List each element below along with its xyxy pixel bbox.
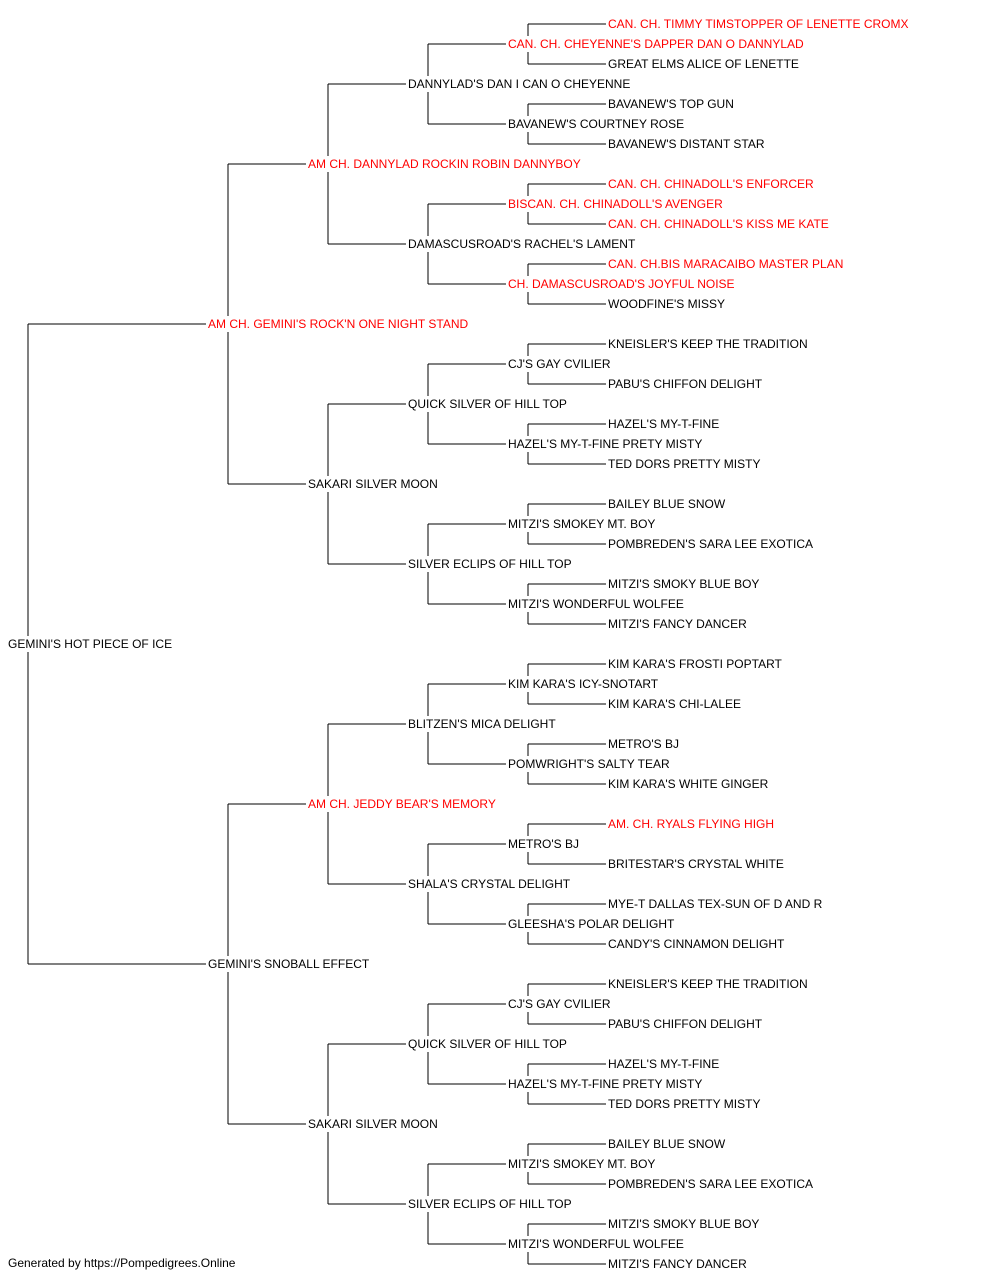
pedigree-name-SireDamDam: SILVER ECLIPS OF HILL TOP xyxy=(408,557,572,571)
pedigree-name-DamDamDamDamDam: MITZI'S FANCY DANCER xyxy=(608,1257,747,1271)
pedigree-name-SireDamDamSireSire: BAILEY BLUE SNOW xyxy=(608,497,726,511)
pedigree-name-DamDamSireDamSire: HAZEL'S MY-T-FINE xyxy=(608,1057,719,1071)
pedigree-name-DamDam: SAKARI SILVER MOON xyxy=(308,1117,438,1131)
pedigree-name-SireSireDamSireDam: CAN. CH. CHINADOLL'S KISS ME KATE xyxy=(608,217,829,231)
pedigree-name-DamDamSireSireDam: PABU'S CHIFFON DELIGHT xyxy=(608,1017,763,1031)
pedigree-name-SireSireDamDamSire: CAN. CH.BIS MARACAIBO MASTER PLAN xyxy=(608,257,843,271)
pedigree-name-DamDamDamDamSire: MITZI'S SMOKY BLUE BOY xyxy=(608,1217,759,1231)
pedigree-name-DamDamSireDamDam: TED DORS PRETTY MISTY xyxy=(608,1097,760,1111)
pedigree-name-SireSireDamSire: BISCAN. CH. CHINADOLL'S AVENGER xyxy=(508,197,723,211)
pedigree-name-DamSireDamSireSire: AM. CH. RYALS FLYING HIGH xyxy=(608,817,774,831)
pedigree-name-DamSireSireDam: POMWRIGHT'S SALTY TEAR xyxy=(508,757,670,771)
pedigree-name-DamSireDamDam: GLEESHA'S POLAR DELIGHT xyxy=(508,917,675,931)
pedigree-name-SireDam: SAKARI SILVER MOON xyxy=(308,477,438,491)
pedigree-name-SireDamDamSireDam: POMBREDEN'S SARA LEE EXOTICA xyxy=(608,537,813,551)
pedigree-name-SireDamSireSireDam: PABU'S CHIFFON DELIGHT xyxy=(608,377,763,391)
pedigree-name-DamSireDamSireDam: BRITESTAR'S CRYSTAL WHITE xyxy=(608,857,784,871)
pedigree-name-SireDamSireDamDam: TED DORS PRETTY MISTY xyxy=(608,457,760,471)
pedigree-name-SireDamDamDamDam: MITZI'S FANCY DANCER xyxy=(608,617,747,631)
pedigree-name-root: GEMINI'S HOT PIECE OF ICE xyxy=(8,637,172,651)
pedigree-name-SireDamDamSire: MITZI'S SMOKEY MT. BOY xyxy=(508,517,655,531)
pedigree-name-DamSireSire: BLITZEN'S MICA DELIGHT xyxy=(408,717,556,731)
pedigree-name-DamDamSireSire: CJ'S GAY CVILIER xyxy=(508,997,611,1011)
pedigree-name-SireSireSireSireSire: CAN. CH. TIMMY TIMSTOPPER OF LENETTE CRO… xyxy=(608,17,908,31)
pedigree-name-DamDamDam: SILVER ECLIPS OF HILL TOP xyxy=(408,1197,572,1211)
pedigree-name-DamDamSireDam: HAZEL'S MY-T-FINE PRETY MISTY xyxy=(508,1077,702,1091)
pedigree-name-DamDamSireSireSire: KNEISLER'S KEEP THE TRADITION xyxy=(608,977,808,991)
pedigree-name-SireSireSireDamSire: BAVANEW'S TOP GUN xyxy=(608,97,734,111)
pedigree-name-DamSireSireDamSire: METRO'S BJ xyxy=(608,737,679,751)
pedigree-name-SireSireDamDamDam: WOODFINE'S MISSY xyxy=(608,297,725,311)
pedigree-name-DamDamDamSireSire: BAILEY BLUE SNOW xyxy=(608,1137,726,1151)
pedigree-name-Dam: GEMINI'S SNOBALL EFFECT xyxy=(208,957,370,971)
pedigree-name-SireSireSireDam: BAVANEW'S COURTNEY ROSE xyxy=(508,117,684,131)
pedigree-name-SireSireSire: DANNYLAD'S DAN I CAN O CHEYENNE xyxy=(408,77,630,91)
pedigree-name-SireDamSireDamSire: HAZEL'S MY-T-FINE xyxy=(608,417,719,431)
pedigree-name-SireSireSireSireDam: GREAT ELMS ALICE OF LENETTE xyxy=(608,57,799,71)
pedigree-name-SireSireSireSire: CAN. CH. CHEYENNE'S DAPPER DAN O DANNYLA… xyxy=(508,37,804,51)
pedigree-name-DamSireDamDamSire: MYE-T DALLAS TEX-SUN OF D AND R xyxy=(608,897,823,911)
pedigree-name-SireSireDamDam: CH. DAMASCUSROAD'S JOYFUL NOISE xyxy=(508,277,735,291)
pedigree-name-DamSireSireSireSire: KIM KARA'S FROSTI POPTART xyxy=(608,657,783,671)
pedigree-name-SireDamSireDam: HAZEL'S MY-T-FINE PRETY MISTY xyxy=(508,437,702,451)
pedigree-name-SireSireDamSireSire: CAN. CH. CHINADOLL'S ENFORCER xyxy=(608,177,814,191)
pedigree-name-SireDamSireSire: CJ'S GAY CVILIER xyxy=(508,357,611,371)
pedigree-name-DamDamDamSireDam: POMBREDEN'S SARA LEE EXOTICA xyxy=(608,1177,813,1191)
pedigree-name-DamDamDamSire: MITZI'S SMOKEY MT. BOY xyxy=(508,1157,655,1171)
pedigree-name-DamSireSireSire: KIM KARA'S ICY-SNOTART xyxy=(508,677,659,691)
pedigree-name-SireSireDam: DAMASCUSROAD'S RACHEL'S LAMENT xyxy=(408,237,636,251)
footer-credit: Generated by https://Pompedigrees.Online xyxy=(8,1256,236,1270)
pedigree-name-SireDamDamDamSire: MITZI'S SMOKY BLUE BOY xyxy=(608,577,759,591)
pedigree-name-SireDamSire: QUICK SILVER OF HILL TOP xyxy=(408,397,567,411)
pedigree-name-DamSireDamDamDam: CANDY'S CINNAMON DELIGHT xyxy=(608,937,785,951)
pedigree-name-Sire: AM CH. GEMINI'S ROCK'N ONE NIGHT STAND xyxy=(208,317,468,331)
pedigree-name-DamSireDamSire: METRO'S BJ xyxy=(508,837,579,851)
pedigree-name-DamDamSire: QUICK SILVER OF HILL TOP xyxy=(408,1037,567,1051)
pedigree-name-DamDamDamDam: MITZI'S WONDERFUL WOLFEE xyxy=(508,1237,684,1251)
pedigree-name-SireSire: AM CH. DANNYLAD ROCKIN ROBIN DANNYBOY xyxy=(308,157,581,171)
pedigree-name-DamSire: AM CH. JEDDY BEAR'S MEMORY xyxy=(308,797,496,811)
pedigree-name-SireDamDamDam: MITZI'S WONDERFUL WOLFEE xyxy=(508,597,684,611)
pedigree-name-DamSireDam: SHALA'S CRYSTAL DELIGHT xyxy=(408,877,571,891)
pedigree-name-SireSireSireDamDam: BAVANEW'S DISTANT STAR xyxy=(608,137,765,151)
pedigree-name-DamSireSireDamDam: KIM KARA'S WHITE GINGER xyxy=(608,777,769,791)
pedigree-name-DamSireSireSireDam: KIM KARA'S CHI-LALEE xyxy=(608,697,741,711)
pedigree-name-SireDamSireSireSire: KNEISLER'S KEEP THE TRADITION xyxy=(608,337,808,351)
